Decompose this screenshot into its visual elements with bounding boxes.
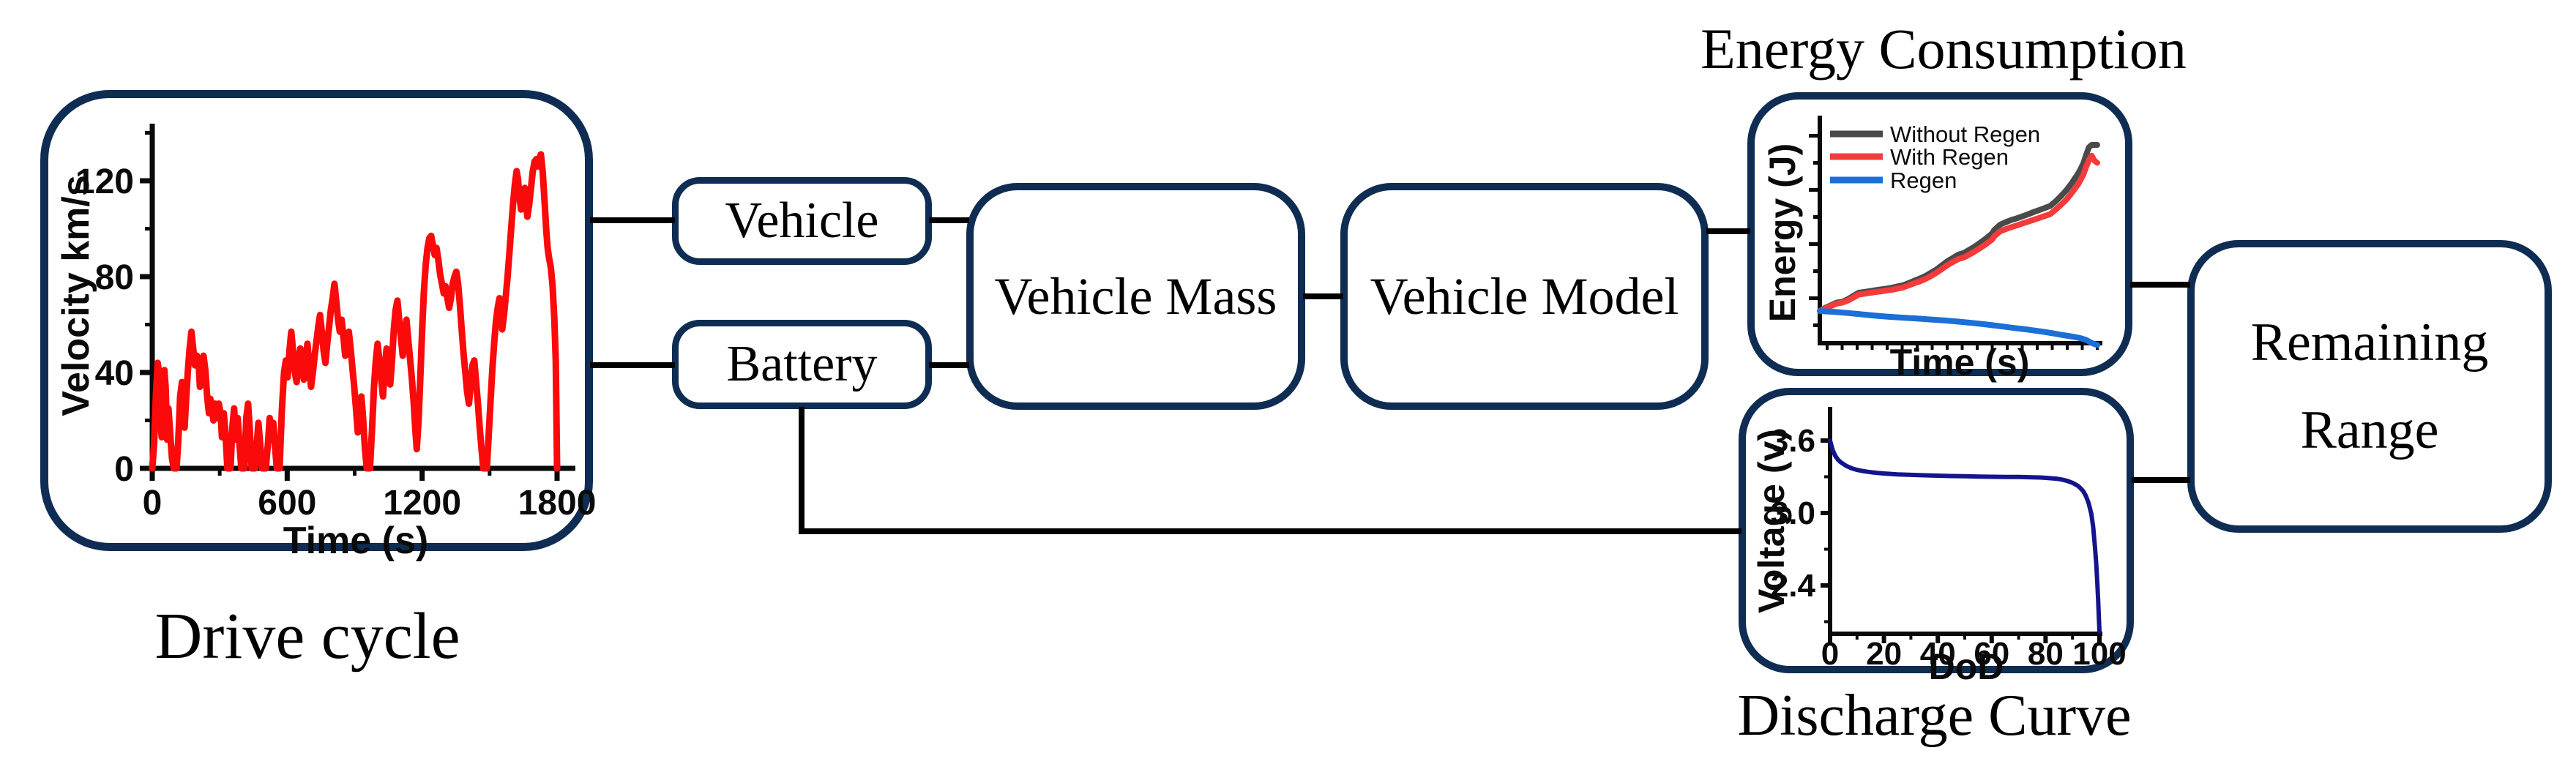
svg-text:1800: 1800 — [518, 484, 597, 523]
svg-text:0: 0 — [114, 450, 134, 489]
svg-text:DoD: DoD — [1929, 646, 2004, 687]
svg-text:20: 20 — [1866, 636, 1902, 672]
connector-vehiclemass-vehiclemodel — [1303, 293, 1343, 299]
svg-text:With Regen: With Regen — [1890, 144, 2009, 170]
connector-discharge-remainingrange — [2132, 477, 2190, 483]
node-vehicle: Vehicle — [672, 177, 932, 265]
svg-text:600: 600 — [258, 484, 316, 523]
svg-text:1200: 1200 — [383, 484, 461, 523]
svg-text:40: 40 — [1920, 636, 1956, 672]
svg-text:Without Regen: Without Regen — [1890, 121, 2040, 147]
svg-text:2.4: 2.4 — [1771, 568, 1816, 604]
drive-cycle-caption: Drive cycle — [154, 600, 460, 673]
node-vehicle-label: Vehicle — [725, 192, 879, 249]
connector-vehiclemodel-energy — [1706, 228, 1750, 234]
node-remaining-range-label-line1: Remaining — [2250, 312, 2489, 372]
connector-drivecycle-vehicle — [590, 217, 675, 223]
svg-text:3.6: 3.6 — [1771, 423, 1815, 459]
node-vehicle-mass: Vehicle Mass — [966, 183, 1305, 410]
connector-drivecycle-battery — [590, 362, 675, 368]
svg-text:80: 80 — [95, 258, 134, 297]
svg-text:Time (s): Time (s) — [283, 520, 428, 562]
svg-text:3.0: 3.0 — [1771, 495, 1815, 531]
connector-battery-vehiclemass — [929, 362, 969, 368]
connector-vehicle-vehiclemass — [929, 217, 969, 223]
node-battery: Battery — [672, 320, 932, 409]
node-vehicle-mass-label: Vehicle Mass — [994, 267, 1277, 326]
svg-text:80: 80 — [2028, 636, 2064, 672]
svg-text:Time (s): Time (s) — [1890, 342, 2030, 383]
svg-text:120: 120 — [75, 162, 134, 201]
connector-energy-remainingrange — [2130, 282, 2190, 288]
svg-text:40: 40 — [95, 354, 134, 393]
svg-text:0: 0 — [1821, 636, 1839, 672]
node-battery-label: Battery — [726, 336, 878, 392]
node-remaining-range-label-line2: Range — [2300, 400, 2439, 460]
svg-text:Energy (J): Energy (J) — [1762, 143, 1803, 323]
node-vehicle-model: Vehicle Model — [1340, 183, 1709, 410]
svg-text:60: 60 — [1974, 636, 2009, 672]
node-vehicle-model-label: Vehicle Model — [1370, 267, 1679, 326]
connector-battery-discharge-horizontal — [799, 528, 1741, 534]
node-remaining-range: Remaining Range — [2187, 240, 2552, 533]
connector-battery-discharge-vertical — [799, 407, 804, 534]
svg-text:Velocity km/s: Velocity km/s — [55, 175, 97, 416]
svg-text:100: 100 — [2072, 636, 2126, 672]
svg-text:0: 0 — [143, 484, 163, 523]
energy-consumption-title: Energy Consumption — [1700, 17, 2187, 80]
discharge-curve-caption: Discharge Curve — [1737, 684, 2132, 748]
svg-text:Regen: Regen — [1890, 168, 1957, 193]
svg-text:Voltage (v): Voltage (v) — [1751, 429, 1792, 613]
